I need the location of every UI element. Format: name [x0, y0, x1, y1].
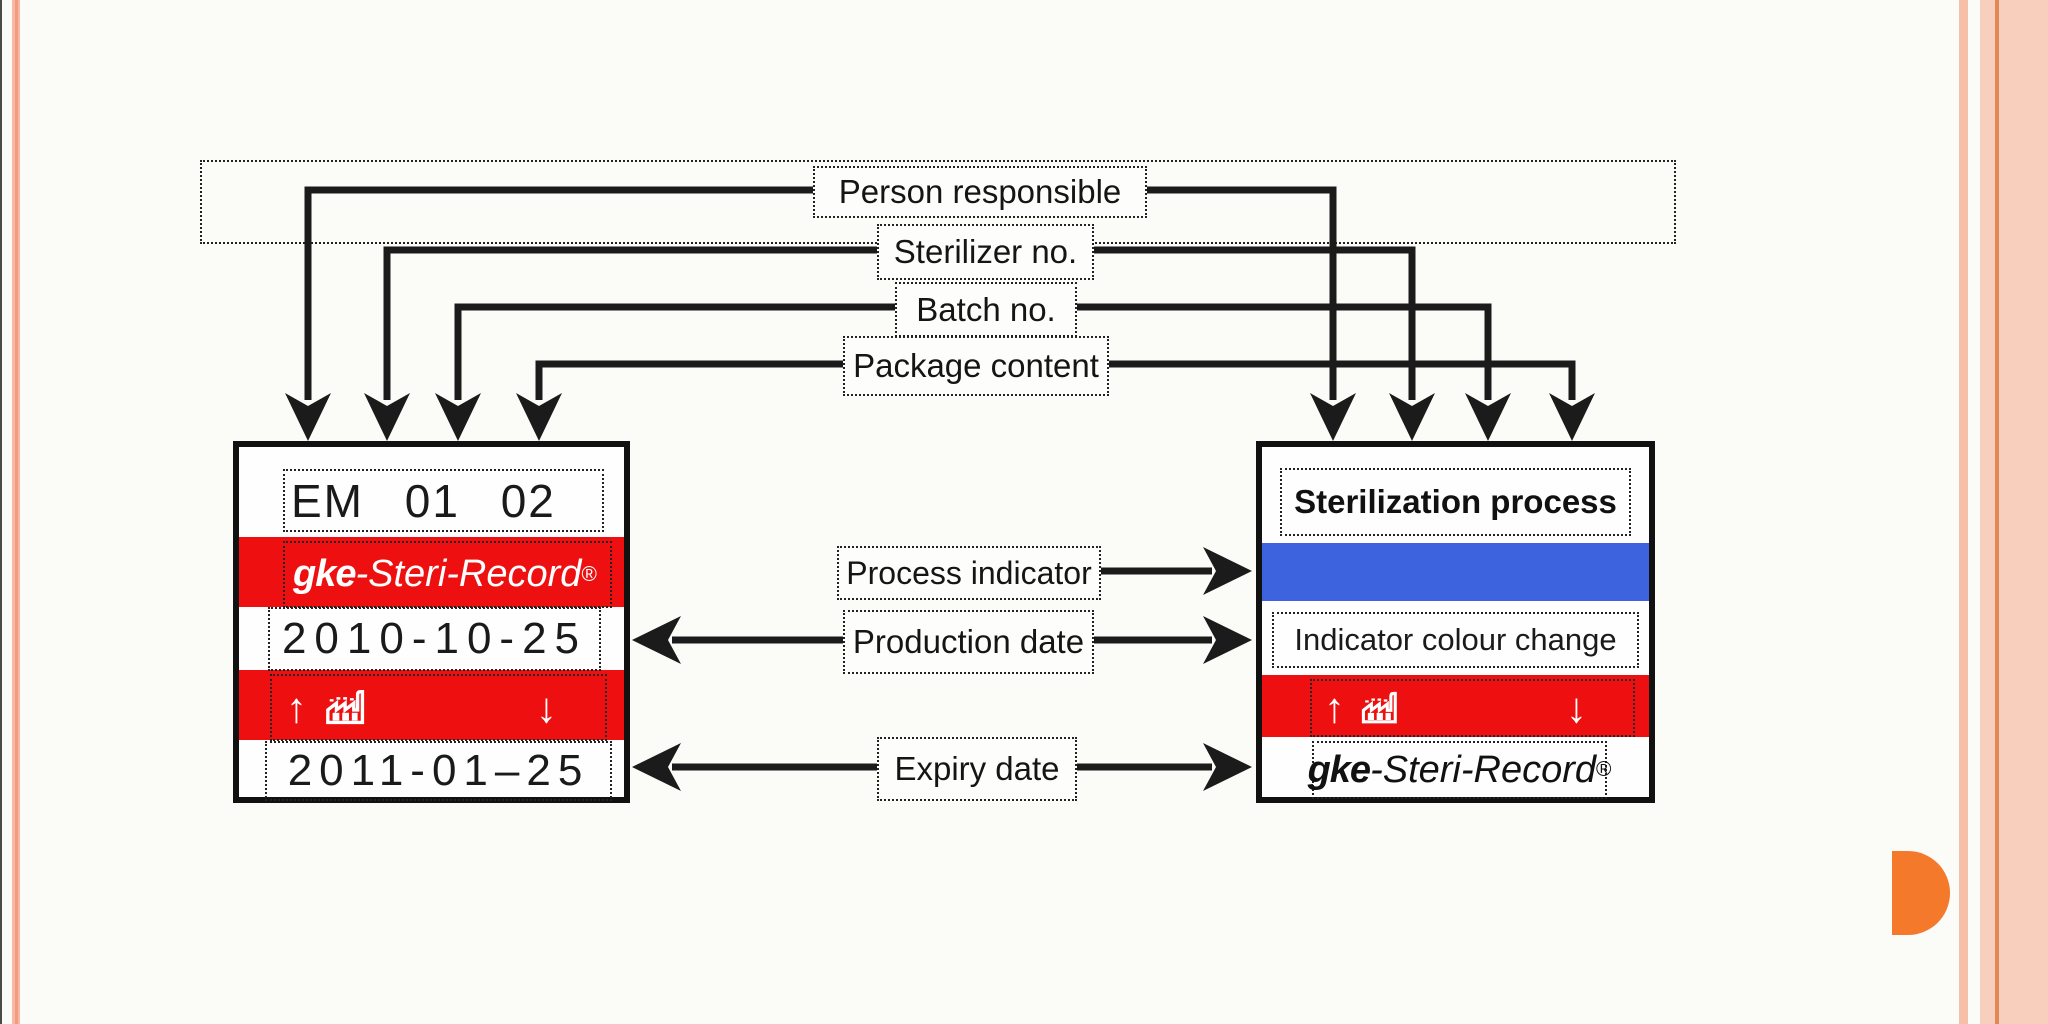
arrowhead-down-icon	[1465, 393, 1511, 441]
line-package-to-left-label	[535, 360, 843, 400]
brand-name-text: -Steri-Record	[355, 553, 582, 595]
brand-gke-text: gke	[1307, 748, 1371, 791]
factory-icon	[323, 688, 373, 728]
right-peach-stripe-accent-line	[1995, 0, 1999, 1024]
right-label-box: Sterilization process Indicator colour c…	[1256, 441, 1655, 803]
left-edge-line	[0, 0, 2, 1024]
line-batch-to-right-label	[1073, 303, 1492, 400]
right-label-inner: Sterilization process Indicator colour c…	[1262, 447, 1649, 799]
arrowhead-down-icon	[516, 393, 562, 441]
left-peach-stripe-core	[15, 0, 18, 1024]
arrowhead-down-icon	[1310, 393, 1356, 441]
arrowhead-left-icon	[632, 743, 681, 791]
right-red-band-icons	[1262, 675, 1649, 737]
indicator-colour-change-field: Indicator colour change	[1272, 612, 1639, 668]
left-label-inner: EM 01 02 gke-Steri-Record® 2010-10-25 ↑ …	[239, 447, 624, 801]
arrowhead-left-icon	[632, 616, 681, 664]
arrowhead-down-icon	[435, 393, 481, 441]
arrowhead-right-icon	[1203, 743, 1252, 791]
right-peach-stripe-thin	[1959, 0, 1968, 1024]
left-icon-strip: ↑ ↓	[270, 674, 607, 741]
arrowhead-down-icon	[285, 393, 331, 441]
left-production-date-field: 2010-10-25	[268, 607, 601, 671]
line-package-to-right-label	[1105, 360, 1576, 400]
left-expiry-date-field: 2011-01–25	[265, 741, 612, 801]
callout-process-indicator: Process indicator	[837, 546, 1101, 600]
line-sterilizer-to-right-label	[1090, 246, 1416, 400]
arrowhead-right-icon	[1203, 547, 1252, 595]
registered-mark: ®	[1596, 758, 1612, 781]
down-arrow-icon: ↓	[1566, 684, 1587, 731]
callout-expiry-date: Expiry date	[877, 737, 1077, 801]
process-indicator-blue-band	[1262, 543, 1649, 601]
arrowhead-down-icon	[364, 393, 410, 441]
arrowhead-right-icon	[1203, 616, 1252, 664]
up-arrow-icon: ↑	[1324, 684, 1345, 731]
down-arrow-icon: ↓	[536, 683, 557, 731]
right-icon-strip: ↑ ↓	[1310, 679, 1635, 737]
left-brand-field: gke-Steri-Record®	[283, 541, 612, 608]
arrowhead-down-icon	[1549, 393, 1595, 441]
callout-batch-no: Batch no.	[895, 282, 1077, 337]
right-peach-stripe-wide	[1980, 0, 2048, 1024]
line-batch-to-left-label	[454, 303, 895, 400]
arrowhead-down-icon	[1389, 393, 1435, 441]
right-brand-field: gke-Steri-Record®	[1308, 741, 1611, 799]
callout-production-date: Production date	[843, 610, 1094, 674]
callout-sterilizer-no: Sterilizer no.	[877, 224, 1094, 280]
factory-icon	[1359, 690, 1405, 727]
line-person-to-left-label	[304, 186, 813, 400]
left-red-band-icons	[239, 670, 624, 740]
up-arrow-icon: ↑	[286, 683, 307, 731]
registered-mark: ®	[581, 562, 597, 586]
callout-package-content: Package content	[843, 336, 1109, 396]
line-sterilizer-to-left-label	[383, 246, 877, 400]
left-code-field: EM 01 02	[283, 469, 604, 532]
sterilization-process-field: Sterilization process	[1280, 468, 1631, 536]
left-red-band-brand	[239, 537, 624, 607]
line-person-to-right-label	[1143, 186, 1337, 400]
left-label-box: EM 01 02 gke-Steri-Record® 2010-10-25 ↑ …	[233, 441, 630, 803]
brand-name-text: -Steri-Record	[1370, 748, 1597, 791]
callout-person-responsible: Person responsible	[813, 166, 1147, 218]
brand-gke-text: gke	[293, 553, 356, 595]
